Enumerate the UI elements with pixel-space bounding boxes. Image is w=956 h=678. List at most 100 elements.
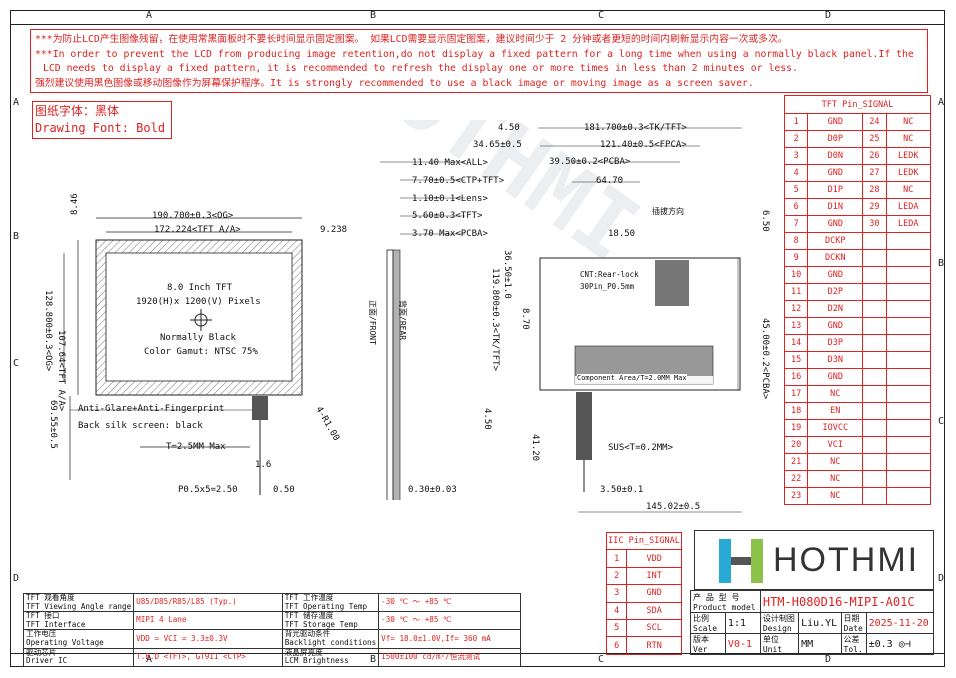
retention-warning-note: ***为防止LCD产生图像残留，在使用常黑面板时不要长时间显示固定图案。 如果L… <box>30 29 928 93</box>
pin-cell: 16 <box>783 368 809 386</box>
pin-cell <box>885 283 932 301</box>
pin-cell: 19 <box>783 419 809 437</box>
dim-pcba-top: 36.50±1.0 <box>502 250 512 299</box>
zone-col-d: D <box>825 10 832 21</box>
zone-row-c-left: C <box>13 358 20 369</box>
tol-label-en: Tol. <box>843 645 863 654</box>
pin-cell <box>885 470 932 488</box>
side-view-drawing <box>380 161 465 500</box>
drawing-font-box: 图纸字体：黑体 Drawing Font: Bold <box>32 101 172 139</box>
insert-direction-label: 插拔方向 <box>652 207 684 216</box>
pin-cell <box>885 419 932 437</box>
pin-cell: 10 <box>783 266 809 284</box>
pin-cell: LEDA <box>885 198 932 216</box>
pin-cell: 14 <box>783 334 809 352</box>
design-label-en: Design <box>762 624 792 633</box>
zone-col-c: C <box>598 10 605 21</box>
spec-cell: MIPI 4 Lane <box>133 611 283 631</box>
note-line-en-1: ***In order to prevent the LCD from prod… <box>35 48 914 60</box>
pin-cell <box>862 402 887 420</box>
pin-cell: 7 <box>783 215 809 233</box>
spec-label-cn: TFT 储存温度 <box>284 611 334 621</box>
pin-cell: NC <box>807 453 864 471</box>
iic-cell: 3 <box>605 584 628 603</box>
connector-pins-label: 30Pin_P0.5mm <box>580 282 635 291</box>
rear-view-drawing <box>538 127 742 513</box>
pin-cell <box>862 453 887 471</box>
dim-total-length: 145.02±0.5 <box>646 502 701 512</box>
dim-total-thickness: 11.40 Max<ALL> <box>412 158 488 168</box>
pin-cell: 23 <box>783 487 809 505</box>
pin-cell: 29 <box>862 198 887 216</box>
dim-pitch-b: 0.50 <box>273 485 295 495</box>
pin-cell <box>862 300 887 318</box>
pin-cell: 28 <box>862 181 887 199</box>
dim-thickness: T=2.5MM Max <box>166 442 226 452</box>
pin-cell: LEDK <box>885 147 932 165</box>
spec-label-cn: TFT 接口 <box>26 611 60 621</box>
zone-col-a: A <box>146 10 153 21</box>
dim-pcba-width: 64.70 <box>596 176 624 186</box>
dim-rear-left: 4.50 <box>498 123 520 133</box>
spec-label-cn: TFT 观看角度 <box>26 593 75 602</box>
pin-cell <box>885 317 932 335</box>
silk-screen-label: Back silk screen: black <box>78 421 203 431</box>
pin-cell <box>885 453 932 471</box>
pin-cell <box>862 419 887 437</box>
pin-cell <box>862 385 887 403</box>
unit-label-en: Unit <box>762 645 783 654</box>
pin-cell: GND <box>807 215 864 233</box>
dim-offset-y: 8.46 <box>70 193 80 215</box>
scale-label-en: Scale <box>693 624 718 633</box>
dim-rear-tk: 181.700±0.3<TK/TFT> <box>584 123 687 133</box>
note-line-cn: ***为防止LCD产生图像残留，在使用常黑面板时不要长时间显示固定图案。 如果L… <box>35 34 788 45</box>
dim-fpca-offset: 34.65±0.5 <box>473 140 522 150</box>
pin-cell: GND <box>807 368 864 386</box>
spec-label-en: Backlight conditions <box>284 637 377 647</box>
model-label-cn: 产 品 型 号 <box>693 592 740 602</box>
product-model: HTM-H080D16-MIPI-A01C <box>759 590 935 613</box>
spec-cell: U85/D85/R85/L85 (Typ.) <box>133 592 283 613</box>
pin-cell: D1N <box>807 198 864 216</box>
tol-value: ±0.3 <box>868 638 893 650</box>
rear-connector <box>655 260 689 306</box>
scale-value: 1:1 <box>724 612 761 634</box>
pin-cell: 27 <box>862 164 887 182</box>
pin-cell: 2 <box>783 130 809 148</box>
iic-table-title: IIC Pin_SIGNAL <box>606 531 682 551</box>
zone-row-b-left: B <box>13 231 20 242</box>
iic-cell: 2 <box>605 566 628 586</box>
dim-pcba-offset: 39.50±0.2<PCBA> <box>549 157 631 167</box>
pin-cell: GND <box>807 164 864 182</box>
pin-cell: 9 <box>783 249 809 267</box>
pin-cell: 26 <box>862 147 887 165</box>
pin-cell: D3P <box>807 334 864 352</box>
date-value: 2025-11-20 <box>865 612 935 634</box>
spec-label-en: LCM Brightness <box>284 656 349 666</box>
note-line-en-2: LCD needs to display a fixed pattern, it… <box>43 63 798 74</box>
pin-cell: D1P <box>807 181 864 199</box>
dim-pcba-thickness: 3.70 Max<PCBA> <box>412 229 488 239</box>
spec-label-en: Driver IC <box>26 656 68 666</box>
pin-cell: 18 <box>783 402 809 420</box>
ver-value: V0-1 <box>724 633 761 655</box>
iic-cell: SCL <box>626 618 682 638</box>
pin-cell: 6 <box>783 198 809 216</box>
panel-size-label: 8.0 Inch TFT <box>167 283 233 293</box>
